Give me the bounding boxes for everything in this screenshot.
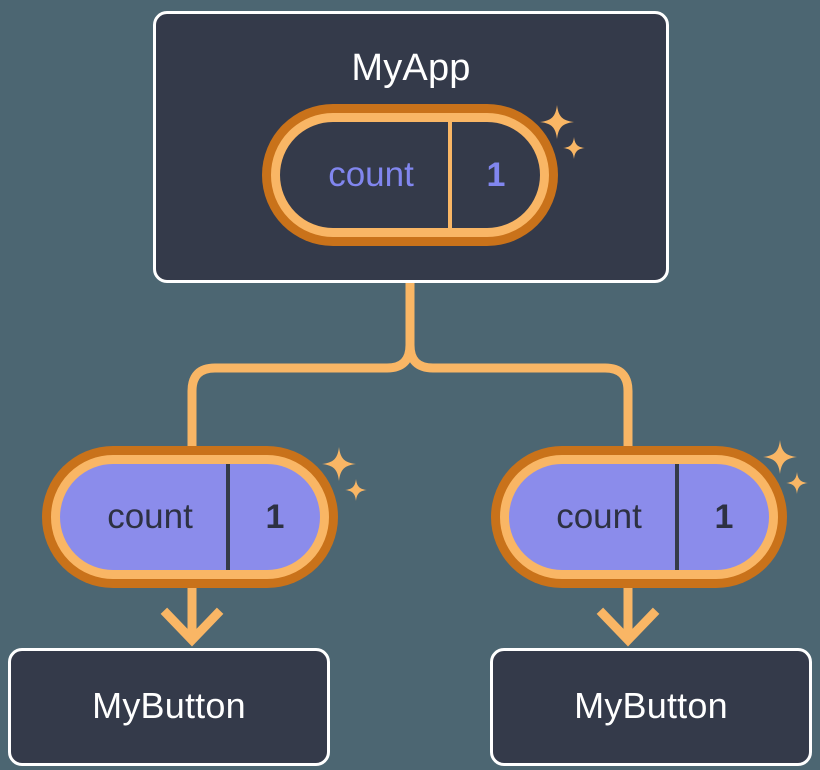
sparkle-icon-small (786, 472, 808, 494)
state-capsule-child-left[interactable]: count 1 (51, 455, 329, 579)
sparkle-icon (322, 447, 356, 481)
arrow-head-left (160, 607, 224, 647)
state-capsule-child-right[interactable]: count 1 (500, 455, 778, 579)
state-capsule-root[interactable]: count 1 (271, 113, 549, 237)
state-key-label: count (280, 122, 452, 228)
arrow-head-right (596, 607, 660, 647)
sparkle-icon-small (345, 479, 367, 501)
state-key-label: count (509, 464, 679, 570)
component-card-mybutton-right[interactable]: MyButton (490, 648, 812, 766)
state-value-label: 1 (714, 497, 734, 536)
component-title-mybutton: MyButton (92, 685, 246, 726)
component-title-mybutton: MyButton (574, 685, 728, 726)
state-value-label: 1 (486, 155, 506, 194)
connector-branch-left (187, 344, 415, 455)
component-card-mybutton-left[interactable]: MyButton (8, 648, 330, 766)
connector-branch-right (405, 344, 633, 455)
state-value-label: 1 (265, 497, 285, 536)
state-key-label: count (60, 464, 230, 570)
component-title-myapp: MyApp (351, 47, 471, 89)
